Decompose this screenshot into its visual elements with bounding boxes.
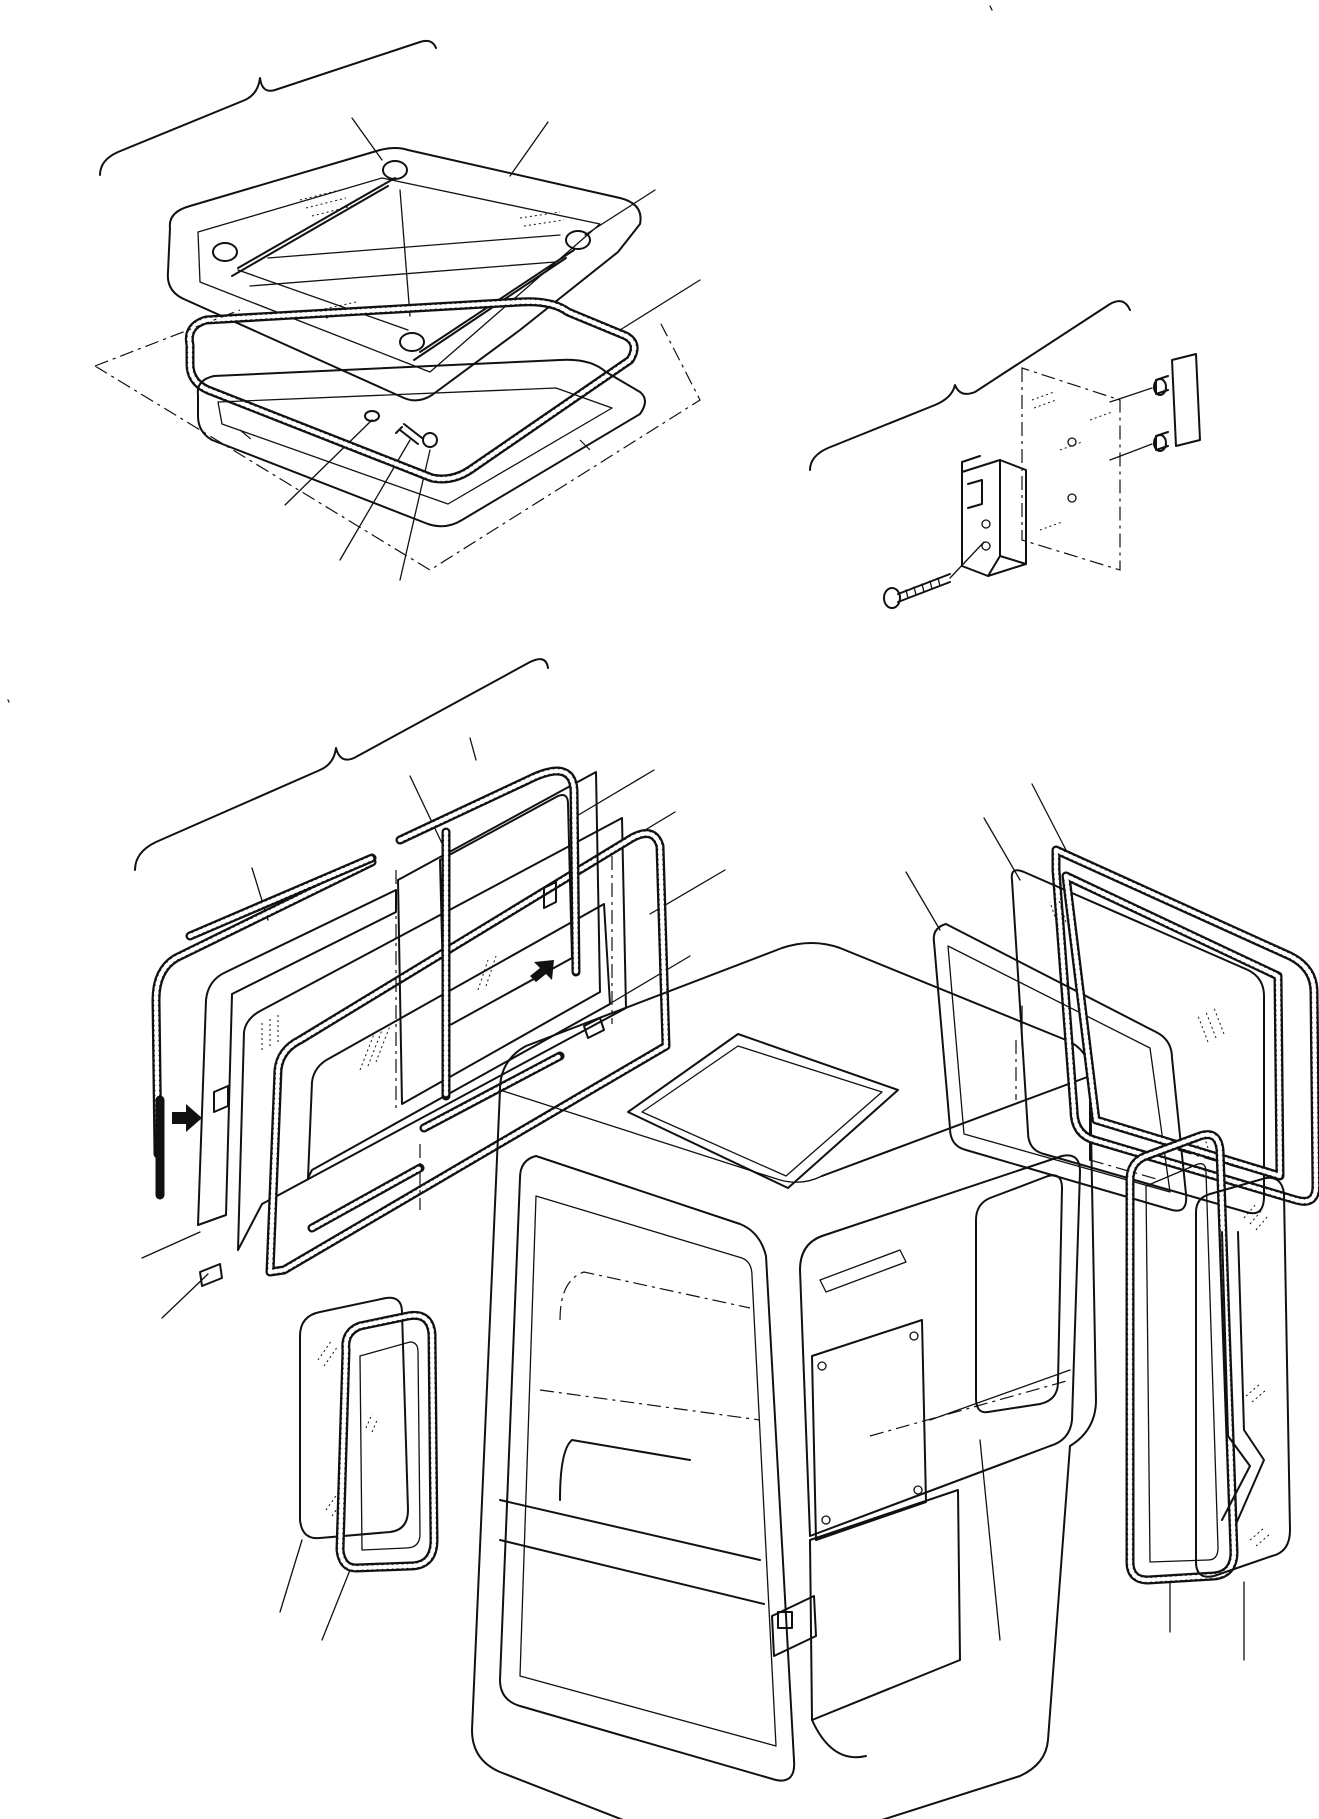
door-window <box>975 1174 1063 1414</box>
cab-front-pillar-left <box>471 1089 624 1819</box>
hatch-seal <box>184 297 639 484</box>
front-window-assembly <box>134 658 726 1319</box>
cab-reference-lines <box>539 1159 1161 1437</box>
upper-glass-reflections <box>261 955 497 1071</box>
upper-glass <box>237 817 627 1251</box>
quarter-glass <box>299 1296 409 1540</box>
latch-striker <box>1109 353 1201 461</box>
cab-roof <box>499 942 1091 1161</box>
pin <box>395 423 423 445</box>
side-glass-right-door-assembly <box>1125 1130 1291 1661</box>
door-glass-seal-strip <box>1221 1231 1265 1525</box>
leader-quarter-glass <box>279 1539 303 1613</box>
latch-wall-marks <box>1031 391 1113 531</box>
door-glass-reflections <box>1243 1203 1271 1547</box>
arrow-icon <box>530 960 554 982</box>
hatch-hardware <box>364 410 438 448</box>
cab-inner-frame <box>819 1249 1071 1641</box>
latch-wall-section <box>1021 367 1121 571</box>
arrow-icon <box>172 1104 202 1132</box>
rear-glass <box>1010 869 1265 1215</box>
lower-glass-left <box>197 889 397 1226</box>
side-glass-right-rear-assembly <box>905 783 1319 1215</box>
hatch-seal-texture <box>187 299 637 482</box>
washer <box>364 410 380 422</box>
roof-opening <box>627 1033 899 1189</box>
upper-glass-rear <box>397 771 601 1105</box>
door-latch-housing <box>771 1595 817 1657</box>
cab-side <box>821 1075 1097 1819</box>
leader-quarter-seal <box>321 1569 351 1641</box>
hatch-frame <box>196 358 646 528</box>
rear-glass-frame <box>932 923 1188 1212</box>
rear-reference-line <box>1015 1040 1241 1169</box>
hatch-frame-inner <box>217 387 613 505</box>
rear-panel <box>811 1319 927 1541</box>
door-frame <box>799 1154 1081 1537</box>
side-glass-left-assembly <box>279 1296 439 1641</box>
hatch-reference-outline <box>94 309 701 571</box>
scan-marks <box>7 5 993 703</box>
door-lower-panel <box>809 1489 961 1759</box>
cab-front-crossbar <box>499 1439 765 1605</box>
clip <box>422 432 438 448</box>
cab-front-frame-inner <box>519 1195 777 1747</box>
tapping-screw <box>883 541 985 609</box>
latch-block <box>961 455 1027 577</box>
front-window-frame <box>307 903 611 1179</box>
rear-window-seal <box>1061 871 1285 1181</box>
door-seal-inner <box>1145 1163 1219 1563</box>
group-bracket-front-window <box>134 658 549 871</box>
cab-front-frame <box>499 1155 796 1782</box>
door-glass <box>1195 1176 1291 1578</box>
group-bracket-roof-hatch <box>99 39 437 176</box>
latch-detail-assembly <box>809 300 1201 609</box>
roof-hatch-assembly <box>94 39 701 581</box>
front-window-seal-texture <box>267 831 669 1275</box>
door-seal-texture <box>1127 1132 1237 1583</box>
quarter-seal-texture <box>337 1313 437 1571</box>
stopper-block <box>199 881 605 1287</box>
group-bracket-latch <box>809 300 1131 471</box>
leader-lines-hatch <box>284 117 701 581</box>
gas-strut <box>212 160 591 361</box>
roof-opening-inner <box>641 1045 883 1177</box>
hatch-glass <box>166 147 642 402</box>
quarter-seal-inner <box>359 1341 421 1551</box>
rear-seal-texture <box>1053 847 1319 1204</box>
rear-panel-bolts <box>817 1331 923 1525</box>
cab-body <box>471 942 1161 1819</box>
door-handle <box>777 1611 793 1629</box>
front-window-reference-lines <box>395 856 613 1210</box>
